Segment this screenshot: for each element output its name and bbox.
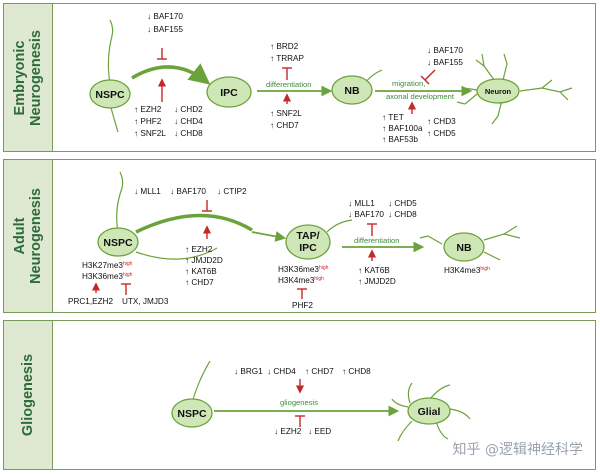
factor-label: ↑ CHD7 — [270, 121, 299, 130]
factor-label: ↑ CHD5 — [427, 129, 456, 138]
adult-panel: Adult Neurogenesis NSPC ↓ MLL1 ↓ BAF170 … — [3, 159, 596, 313]
loop-arrow — [135, 213, 253, 234]
factor-label: ↓ BAF170 — [427, 46, 463, 55]
factor-label: ↓ BAF170 — [147, 12, 183, 21]
ipc-cell: IPC — [206, 76, 252, 108]
factor-label: ↓ EZH2 — [274, 427, 302, 436]
factor-label: ↓ CHD4 — [267, 367, 296, 376]
adult-nb-cell — [419, 225, 521, 262]
factor-label: ↑ CHD3 — [427, 117, 456, 126]
factor-label: ↓ EED — [308, 427, 331, 436]
gliogenesis-label: gliogenesis — [280, 398, 318, 407]
glio-nspc-cell: NSPC — [171, 360, 213, 428]
nspc-to-ipc-arrow — [131, 63, 211, 85]
factor-label: ↓ BAF155 — [147, 25, 183, 34]
glio-panel: Gliogenesis NSPC gliogenesis ↓ BRG1 ↓ CH… — [3, 320, 596, 470]
factor-label: ↓ BRG1 — [234, 367, 263, 376]
mark-label: H3K27me3high — [82, 261, 133, 270]
watermark: 知乎 @逻辑神经科学 — [452, 442, 583, 458]
factor-label: ↑ BRD2 — [270, 42, 299, 51]
factor-label: ↑ KAT6B — [185, 267, 217, 276]
factor-label: ↑ EZH2 — [185, 245, 213, 254]
factor-label: ↓ MLL1 — [348, 199, 375, 208]
factor-label: ↑ SNF2L — [270, 109, 302, 118]
mark-label: H3K36me3high — [278, 265, 329, 274]
factor-label: ↓ CHD8 — [174, 129, 203, 138]
mark-label: H3K36me3high — [82, 272, 133, 281]
mark-label: H3K4me3high — [444, 266, 490, 275]
glio-nspc-label: NSPC — [177, 408, 207, 420]
left-regulators: PRC1,EZH2 — [68, 297, 113, 306]
glio-title: Gliogenesis — [20, 353, 36, 437]
factor-label: ↑ CHD8 — [342, 367, 371, 376]
factor-label: ↓ BAF155 — [427, 58, 463, 67]
adult-tab: Adult Neurogenesis — [4, 160, 53, 312]
factor-label: ↑ PHF2 — [134, 117, 162, 126]
factor-label: ↑ BAF100a — [382, 124, 423, 133]
embryonic-diagram: NSPC ↓ BAF170 ↓ BAF155 ↑ EZH2 ↑ PHF2 ↑ S… — [89, 12, 573, 144]
factor-label: ↓ BAF170 — [348, 210, 384, 219]
factor-label: ↓ CHD8 — [388, 210, 417, 219]
factor-label: ↓ MLL1 — [134, 187, 161, 196]
ipc-label: IPC — [220, 87, 238, 99]
embryonic-title: Embryonic Neurogenesis — [12, 29, 44, 126]
phf2-label: PHF2 — [292, 301, 313, 310]
ipc-label: IPC — [299, 242, 317, 254]
glio-tab: Gliogenesis — [4, 321, 53, 469]
adult-title: Adult Neurogenesis — [12, 188, 44, 284]
tap-ipc-cell: TAP/ IPC — [285, 219, 353, 260]
factor-label: ↑ KAT6B — [358, 266, 390, 275]
factor-label: ↑ TRRAP — [270, 54, 305, 63]
tap-label: TAP/ — [296, 230, 319, 242]
nspc-cell: NSPC — [89, 19, 131, 133]
neuron-cell — [456, 53, 573, 125]
factor-label: ↑ SNF2L — [134, 129, 166, 138]
right-regulators: UTX, JMJD3 — [122, 297, 169, 306]
factor-label: ↑ CHD7 — [305, 367, 334, 376]
factor-label: ↓ CHD4 — [174, 117, 203, 126]
factor-label: ↑ EZH2 — [134, 105, 162, 114]
factor-label: ↓ CHD5 — [388, 199, 417, 208]
differentiation-label: differentiation — [266, 80, 311, 89]
factor-label: ↑ JMJD2D — [185, 256, 223, 265]
migration-label: migration, — [392, 79, 425, 88]
neuron-label: Neuron — [485, 87, 512, 96]
adult-nspc-label: NSPC — [103, 237, 133, 249]
factor-label: ↑ JMJD2D — [358, 277, 396, 286]
glio-diagram: NSPC gliogenesis ↓ BRG1 ↓ CHD4 ↑ CHD7 ↑ … — [171, 360, 471, 442]
factor-label: ↑ BAF53b — [382, 135, 418, 144]
nspc-to-tap-arrow — [251, 231, 287, 242]
axonal-label: axonal development — [386, 92, 455, 101]
embryonic-panel: Embryonic Neurogenesis NSPC ↓ BAF170 ↓ B… — [3, 3, 596, 152]
adult-diagram: NSPC ↓ MLL1 ↓ BAF170 ↓ CTIP2 ↑ EZH2 ↑ JM… — [68, 171, 521, 310]
glial-cell — [391, 382, 471, 442]
factor-label: ↓ CTIP2 — [217, 187, 247, 196]
factor-label: ↑ TET — [382, 113, 404, 122]
glial-label: Glial — [418, 406, 441, 418]
differentiation-label: differentiation — [354, 236, 399, 245]
adult-nspc-cell: NSPC — [97, 171, 139, 257]
adult-nb-label: NB — [456, 242, 472, 254]
factor-label: ↓ BAF170 — [170, 187, 206, 196]
nspc-label: NSPC — [95, 89, 125, 101]
embryonic-tab: Embryonic Neurogenesis — [4, 4, 53, 151]
factor-label: ↑ CHD7 — [185, 278, 214, 287]
nb-label: NB — [344, 85, 360, 97]
mark-label: H3K4me3high — [278, 276, 324, 285]
nb-cell: NB — [331, 69, 383, 105]
factor-label: ↓ CHD2 — [174, 105, 203, 114]
